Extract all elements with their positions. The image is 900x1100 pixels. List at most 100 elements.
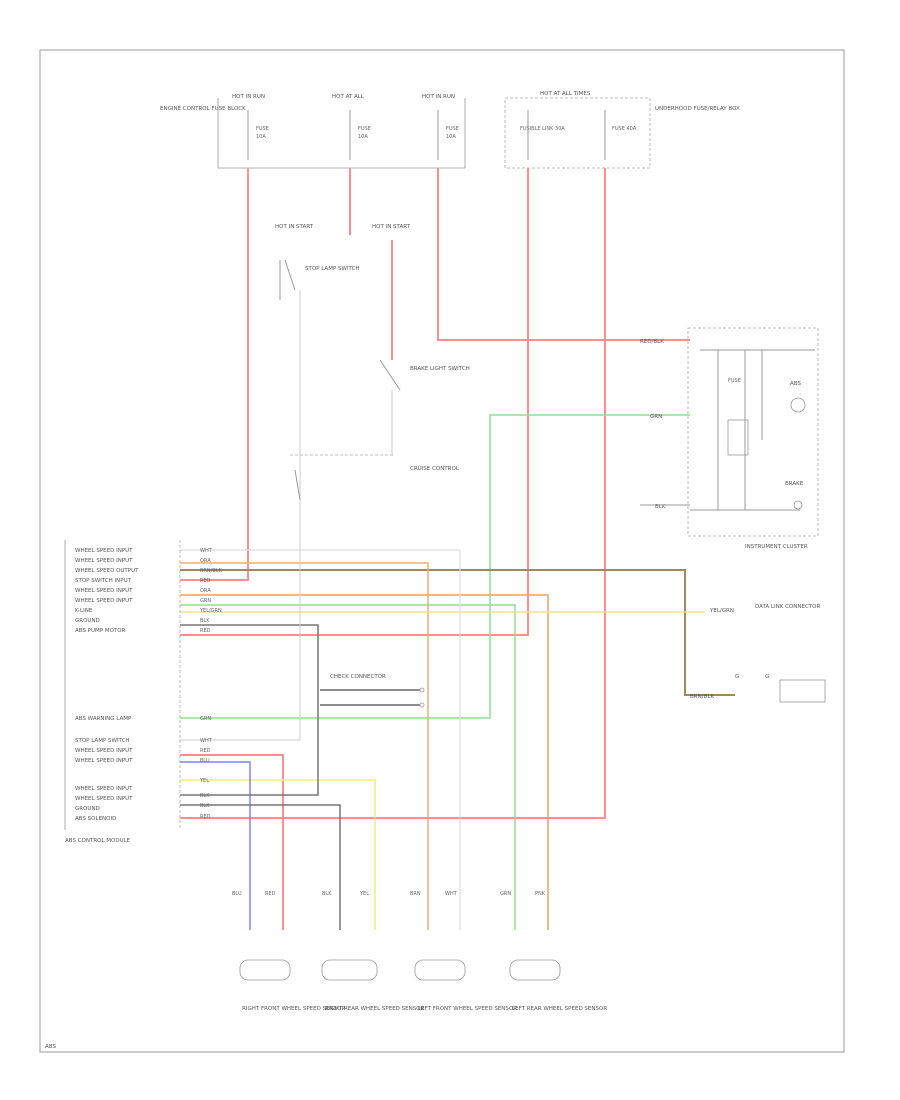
svg-text:RED: RED xyxy=(200,628,211,634)
svg-text:10A: 10A xyxy=(446,134,456,140)
sensor-right-front: BLU RED RIGHT FRONT WHEEL SPEED SENSOR xyxy=(232,891,345,1012)
svg-text:RED: RED xyxy=(200,578,211,584)
svg-text:10A: 10A xyxy=(256,134,266,140)
wire-blk-1 xyxy=(180,624,319,796)
wire-brn-blk xyxy=(180,569,735,696)
cluster-label: INSTRUMENT CLUSTER xyxy=(745,544,808,550)
svg-text:10A: 10A xyxy=(358,134,368,140)
svg-text:RED: RED xyxy=(200,748,211,754)
svg-text:FUSE 40A: FUSE 40A xyxy=(612,126,637,132)
ground-connector: G G BRN/BLK xyxy=(690,674,826,703)
svg-text:RIGHT FRONT WHEEL SPEED SENSOR: RIGHT FRONT WHEEL SPEED SENSOR xyxy=(242,1006,345,1012)
svg-text:HOT IN RUN: HOT IN RUN xyxy=(422,94,455,100)
svg-text:WHT: WHT xyxy=(445,891,458,897)
svg-text:BLK: BLK xyxy=(655,504,666,510)
fuse-1: HOT IN RUN FUSE 10A xyxy=(232,94,269,160)
cruise-control-switch: CRUISE CONTROL xyxy=(290,454,460,501)
svg-text:HOT IN RUN: HOT IN RUN xyxy=(232,94,265,100)
wire-red-5 xyxy=(180,168,606,819)
module-label: ABS CONTROL MODULE xyxy=(65,838,131,844)
wire-ora-2 xyxy=(180,594,549,930)
svg-text:BLK: BLK xyxy=(200,793,210,799)
svg-text:BLU: BLU xyxy=(200,758,210,764)
fuse-block: ENGINE CONTROL FUSE BLOCK HOT IN RUN FUS… xyxy=(160,94,466,169)
svg-text:WHEEL SPEED INPUT: WHEEL SPEED INPUT xyxy=(75,588,133,594)
svg-text:ABS WARNING LAMP: ABS WARNING LAMP xyxy=(75,716,132,722)
svg-text:YEL: YEL xyxy=(359,891,369,897)
data-link-connector: YEL/GRN DATA LINK CONNECTOR xyxy=(709,604,820,614)
svg-text:STOP LAMP SWITCH: STOP LAMP SWITCH xyxy=(75,738,130,744)
svg-text:ORA: ORA xyxy=(200,588,211,594)
svg-text:BRN/BLK: BRN/BLK xyxy=(200,568,223,574)
brake-lamp-icon xyxy=(793,500,803,510)
svg-text:STOP SWITCH INPUT: STOP SWITCH INPUT xyxy=(75,578,132,584)
svg-text:WHEEL SPEED INPUT: WHEEL SPEED INPUT xyxy=(75,598,133,604)
svg-text:RED/BLK: RED/BLK xyxy=(640,339,664,345)
svg-text:GRN: GRN xyxy=(500,891,511,897)
diagram-frame xyxy=(39,49,845,1053)
svg-text:HOT AT ALL TIMES: HOT AT ALL TIMES xyxy=(540,91,591,97)
relay-box-label: UNDERHOOD FUSE/RELAY BOX xyxy=(655,106,740,112)
svg-text:WHEEL SPEED INPUT: WHEEL SPEED INPUT xyxy=(75,758,133,764)
svg-text:RED: RED xyxy=(265,891,276,897)
svg-text:BLK: BLK xyxy=(200,618,210,624)
svg-text:FUSE: FUSE xyxy=(256,126,269,132)
svg-text:HOT IN START: HOT IN START xyxy=(372,224,411,230)
fuse-3: HOT IN RUN FUSE 10A xyxy=(422,94,459,160)
wire-grn-2 xyxy=(180,604,516,930)
svg-text:RED: RED xyxy=(200,814,211,820)
relay-box: HOT AT ALL TIMES FUSIBLE LINK 30A FUSE 4… xyxy=(504,91,740,169)
svg-text:WHEEL SPEED OUTPUT: WHEEL SPEED OUTPUT xyxy=(75,568,139,574)
svg-text:FUSE: FUSE xyxy=(446,126,459,132)
svg-text:GRN: GRN xyxy=(200,598,211,604)
svg-text:ABS SOLENOID: ABS SOLENOID xyxy=(75,816,116,822)
svg-text:CHECK CONNECTOR: CHECK CONNECTOR xyxy=(330,674,386,680)
svg-text:FUSIBLE LINK 30A: FUSIBLE LINK 30A xyxy=(520,126,565,132)
wire-red-sensor1 xyxy=(180,754,284,930)
wire-grn-1 xyxy=(180,414,690,719)
wire-wht-1 xyxy=(180,549,461,930)
wire-red-3 xyxy=(437,168,690,341)
svg-text:BRN: BRN xyxy=(410,891,421,897)
brake-light-switch: HOT IN START BRAKE LIGHT SWITCH xyxy=(372,224,470,391)
svg-text:BRAKE LIGHT SWITCH: BRAKE LIGHT SWITCH xyxy=(410,366,470,372)
abs-module: ABS CONTROL MODULE WHEEL SPEED INPUT WHE… xyxy=(64,540,223,844)
svg-text:ABS: ABS xyxy=(790,381,801,387)
svg-text:BRAKE: BRAKE xyxy=(785,481,804,487)
svg-text:GRN: GRN xyxy=(650,414,662,420)
wire-yel-2 xyxy=(180,779,376,930)
svg-text:WHEEL SPEED INPUT: WHEEL SPEED INPUT xyxy=(75,786,133,792)
instrument-cluster: ABS BRAKE FUSE INSTRUMENT CLUSTER RED/BL… xyxy=(640,327,819,550)
fuse-block-label: ENGINE CONTROL FUSE BLOCK xyxy=(160,106,246,112)
svg-text:WHT: WHT xyxy=(200,738,213,744)
wire-red-4 xyxy=(180,168,529,636)
svg-text:BLU: BLU xyxy=(232,891,242,897)
sensor-left-rear: GRN PNK LEFT REAR WHEEL SPEED SENSOR xyxy=(500,891,607,1012)
svg-text:STOP LAMP SWITCH: STOP LAMP SWITCH xyxy=(305,266,360,272)
svg-text:WHEEL SPEED INPUT: WHEEL SPEED INPUT xyxy=(75,748,133,754)
sensor-left-front: BRN WHT LEFT FRONT WHEEL SPEED SENSOR xyxy=(410,891,517,1012)
svg-text:YEL: YEL xyxy=(199,778,209,784)
svg-text:WHEEL SPEED INPUT: WHEEL SPEED INPUT xyxy=(75,558,133,564)
svg-text:HOT AT ALL: HOT AT ALL xyxy=(332,94,365,100)
wire-blk-2 xyxy=(180,804,341,930)
svg-text:BLK: BLK xyxy=(322,891,332,897)
svg-text:GROUND: GROUND xyxy=(75,618,100,624)
svg-text:GRN: GRN xyxy=(200,716,211,722)
wire-wht-2 xyxy=(180,290,301,741)
svg-text:G: G xyxy=(735,674,739,680)
svg-text:LEFT FRONT WHEEL SPEED SENSOR: LEFT FRONT WHEEL SPEED SENSOR xyxy=(418,1006,517,1012)
stop-lamp-switch: HOT IN START STOP LAMP SWITCH xyxy=(275,224,360,300)
svg-text:HOT IN START: HOT IN START xyxy=(275,224,314,230)
svg-text:ABS PUMP MOTOR: ABS PUMP MOTOR xyxy=(75,628,126,634)
svg-text:DATA LINK CONNECTOR: DATA LINK CONNECTOR xyxy=(755,604,820,610)
svg-text:WHEEL SPEED INPUT: WHEEL SPEED INPUT xyxy=(75,548,133,554)
svg-text:GROUND: GROUND xyxy=(75,806,100,812)
sensor-right-rear: BLK YEL RIGHT REAR WHEEL SPEED SENSOR xyxy=(321,891,425,1012)
fuse-2: HOT AT ALL FUSE 10A xyxy=(332,94,371,160)
svg-text:PNK: PNK xyxy=(535,891,546,897)
abs-lamp-icon xyxy=(790,397,806,413)
wire-blu xyxy=(180,761,251,930)
svg-text:LEFT REAR WHEEL SPEED SENSOR: LEFT REAR WHEEL SPEED SENSOR xyxy=(512,1006,607,1012)
